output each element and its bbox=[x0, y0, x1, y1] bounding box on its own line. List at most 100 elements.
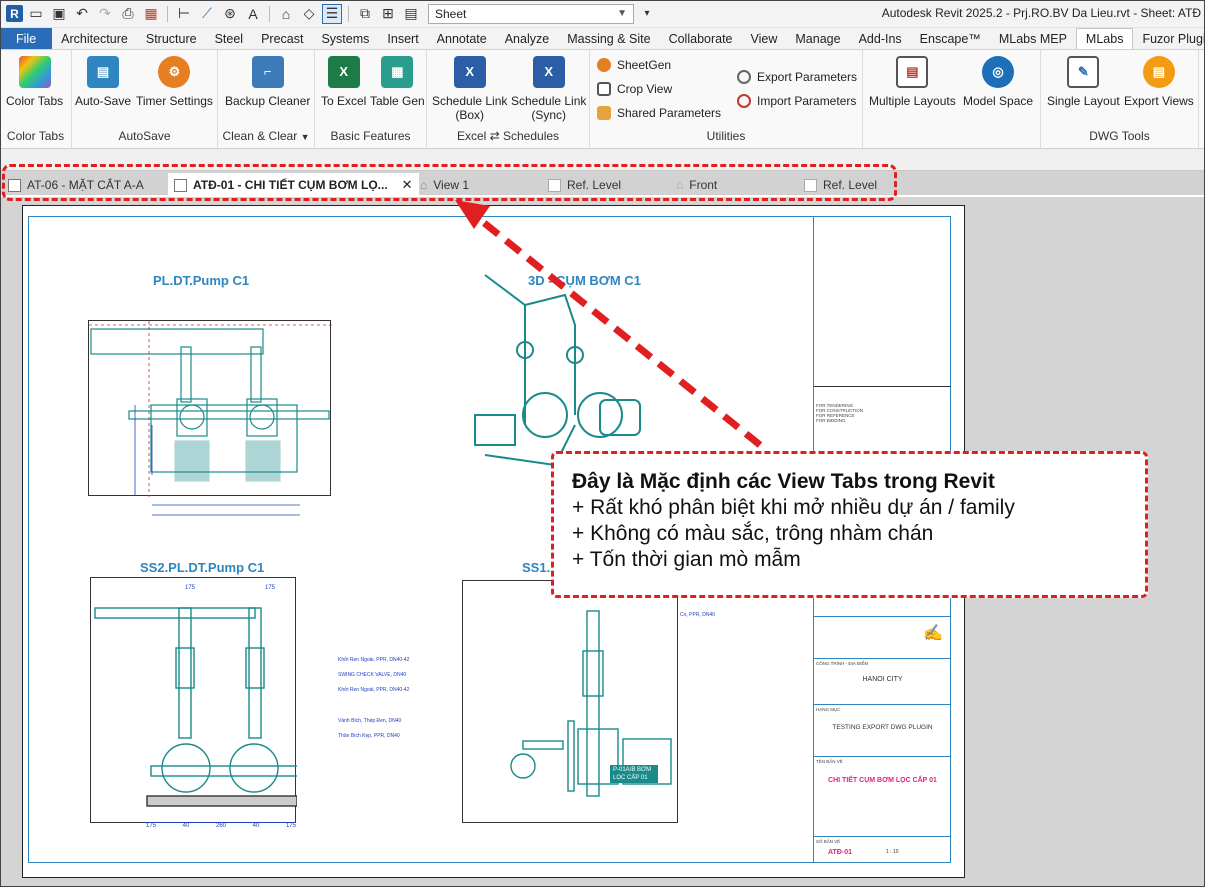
tab-massing-site[interactable]: Massing & Site bbox=[567, 31, 651, 46]
dimension-icon[interactable]: ⟋ bbox=[202, 5, 212, 21]
tab-annotate[interactable]: Annotate bbox=[436, 31, 487, 46]
tab-file[interactable]: File bbox=[0, 28, 53, 49]
dim-text: 260 bbox=[215, 823, 226, 829]
close-icon[interactable]: ✕ bbox=[401, 177, 413, 192]
view-tab-label: Front bbox=[689, 178, 718, 192]
export-views-icon: ▤ bbox=[1142, 56, 1175, 88]
crop-icon bbox=[597, 82, 611, 96]
multiple-layouts-button[interactable]: ▤ Multiple Layouts bbox=[869, 56, 956, 108]
drawing-name: CHI TIẾT CỤM BƠM LỌC CẤP 01 bbox=[828, 777, 937, 784]
thin-lines-icon[interactable]: ☰ bbox=[322, 3, 342, 24]
drawing-label: TÊN BẢN VẼ bbox=[816, 759, 843, 764]
chevron-down-icon: ▼ bbox=[617, 8, 627, 19]
tab-systems[interactable]: Systems bbox=[321, 31, 370, 46]
tab-enscape[interactable]: Enscape™ bbox=[919, 31, 981, 46]
shared-parameters-label: Shared Parameters bbox=[617, 106, 722, 120]
tab-view[interactable]: View bbox=[750, 31, 778, 46]
viewport-elevation-ss2[interactable] bbox=[90, 577, 302, 823]
tab-analyze[interactable]: Analyze bbox=[504, 31, 550, 46]
shared-parameters-button[interactable]: Shared Parameters bbox=[597, 106, 721, 120]
export-parameters-button[interactable]: Export Parameters bbox=[737, 70, 857, 84]
print-icon[interactable]: ⎙ bbox=[122, 5, 134, 21]
tab-mlabs[interactable]: MLabs bbox=[1075, 28, 1134, 49]
tab-manage[interactable]: Manage bbox=[795, 31, 841, 46]
sheetgen-button[interactable]: SheetGen bbox=[597, 58, 671, 72]
redo-icon[interactable]: ↷ bbox=[99, 5, 111, 21]
gear-icon: ⚙ bbox=[158, 56, 191, 88]
tab-precast[interactable]: Precast bbox=[261, 31, 304, 46]
crop-view-label: Crop View bbox=[617, 82, 673, 96]
backup-cleaner-button[interactable]: ⌐ Backup Cleaner bbox=[225, 56, 310, 108]
callout-line: + Rất khó phân biệt khi mở nhiều dự án /… bbox=[572, 496, 1015, 519]
panel-title: DWG Tools bbox=[1089, 129, 1150, 143]
elevation-ss1-drawing bbox=[510, 610, 672, 797]
crop-view-button[interactable]: Crop View bbox=[597, 82, 672, 96]
customize-toolbar-icon[interactable]: ▾ bbox=[644, 8, 650, 19]
tab-add-ins[interactable]: Add-Ins bbox=[858, 31, 902, 46]
tab-mlabs-mep[interactable]: MLabs MEP bbox=[998, 31, 1067, 46]
annotation-list-left: Khởi Ren Ngoài, PPR, DN40-42 SWING CHECK… bbox=[338, 653, 409, 744]
home-3d-icon[interactable]: ⌂ bbox=[281, 5, 291, 22]
view-title[interactable]: PL.DT.Pump C1 bbox=[153, 273, 250, 288]
issue-option: FOR REFERENCE bbox=[816, 413, 855, 418]
view-tab[interactable]: AT-06 - MẶT CẮT A-A bbox=[8, 173, 144, 197]
tab-structure[interactable]: Structure bbox=[145, 31, 197, 46]
section-icon[interactable]: ◇ bbox=[303, 5, 315, 21]
dim-text: 175 bbox=[146, 823, 157, 829]
tab-collaborate[interactable]: Collaborate bbox=[668, 31, 733, 46]
model-space-button[interactable]: ◎ Model Space bbox=[963, 56, 1033, 108]
panel-title[interactable]: Clean & Clear ▼ bbox=[218, 129, 314, 143]
type-selector[interactable]: Sheet ▼ bbox=[428, 3, 634, 24]
timer-settings-button[interactable]: ⚙ Timer Settings bbox=[136, 56, 213, 108]
view-tab[interactable]: ⌂View 1 bbox=[420, 173, 469, 197]
view-tab-label: AT-06 - MẶT CẮT A-A bbox=[27, 178, 144, 192]
ribbon-tab-bar: File Architecture Structure Steel Precas… bbox=[0, 28, 1205, 50]
save-icon[interactable]: ▣ bbox=[52, 5, 66, 21]
dim-text: 175 bbox=[264, 585, 275, 591]
view-tab[interactable]: Ref. Level bbox=[804, 173, 877, 197]
auto-save-button[interactable]: ▤ Auto-Save bbox=[75, 56, 131, 108]
view-tab-active[interactable]: ATĐ-01 - CHI TIẾT CỤM BƠM LỌ...✕ bbox=[168, 173, 419, 197]
sheet-number-row: SỐ BẢN VẼ ATĐ-01 1 : 10 bbox=[814, 836, 951, 863]
viewport-plan[interactable] bbox=[88, 320, 332, 497]
user-interface-icon[interactable]: ▤ bbox=[404, 5, 418, 21]
excel-sync-icon: X bbox=[532, 56, 565, 88]
elevation-drawing bbox=[94, 607, 302, 807]
ribbon-panel-area: Color Tabs Color Tabs ▤ Auto-Save ⚙ Time… bbox=[0, 50, 1205, 149]
switch-windows-icon[interactable]: ⊞ bbox=[382, 5, 394, 21]
revit-app-icon[interactable]: R bbox=[6, 5, 23, 22]
viewport-elevation-ss1[interactable] bbox=[462, 580, 678, 823]
sync-icon[interactable]: ▦ bbox=[144, 5, 158, 21]
dim-text: 40 bbox=[252, 823, 260, 829]
table-gen-button[interactable]: ▦ Table Gen bbox=[370, 56, 425, 108]
tab-steel[interactable]: Steel bbox=[214, 31, 244, 46]
measure-icon[interactable]: ⊢ bbox=[177, 5, 191, 21]
panel-title: Color Tabs bbox=[6, 129, 65, 143]
text-icon[interactable]: A bbox=[248, 5, 258, 22]
tab-insert[interactable]: Insert bbox=[387, 31, 419, 46]
to-excel-button[interactable]: X To Excel bbox=[321, 56, 366, 108]
view-tab-bar: AT-06 - MẶT CẮT A-A ATĐ-01 - CHI TIẾT CỤ… bbox=[0, 171, 1205, 197]
open-icon[interactable]: ▭ bbox=[29, 5, 43, 21]
color-tabs-button[interactable]: Color Tabs bbox=[6, 56, 63, 108]
import-parameters-button[interactable]: Import Parameters bbox=[737, 94, 856, 108]
view-title[interactable]: SS2.PL.DT.Pump C1 bbox=[140, 560, 265, 575]
panel-clean-clear: ⌐ Backup Cleaner Clean & Clear ▼ bbox=[218, 50, 315, 149]
single-layout-button[interactable]: ✎ Single Layout bbox=[1047, 56, 1120, 108]
tab-architecture[interactable]: Architecture bbox=[61, 31, 128, 46]
tag-icon[interactable]: ⊛ bbox=[224, 5, 236, 21]
annotation: Co, PPR, DN40 bbox=[680, 612, 716, 618]
close-views-icon[interactable]: ⧉ bbox=[360, 5, 370, 21]
house-icon: ⌂ bbox=[420, 178, 428, 192]
export-views-button[interactable]: ▤ Export Views bbox=[1124, 56, 1194, 108]
view-tab[interactable]: ⌂Front bbox=[676, 173, 717, 197]
undo-icon[interactable]: ↶ bbox=[76, 5, 88, 21]
view-title[interactable]: SS1. bbox=[522, 560, 551, 575]
type-selector-value: Sheet bbox=[435, 6, 467, 21]
panel-layouts: ▤ Multiple Layouts ◎ Model Space bbox=[863, 50, 1041, 149]
schedule-link-sync-button[interactable]: X Schedule Link (Sync) bbox=[511, 56, 586, 122]
schedule-link-box-button[interactable]: X Schedule Link (Box) bbox=[432, 56, 507, 122]
view-tab[interactable]: Ref. Level bbox=[548, 173, 621, 197]
tab-fuzor-plugin[interactable]: Fuzor Plugin bbox=[1142, 31, 1205, 46]
schedule-link-label: Schedule Link bbox=[432, 94, 508, 108]
